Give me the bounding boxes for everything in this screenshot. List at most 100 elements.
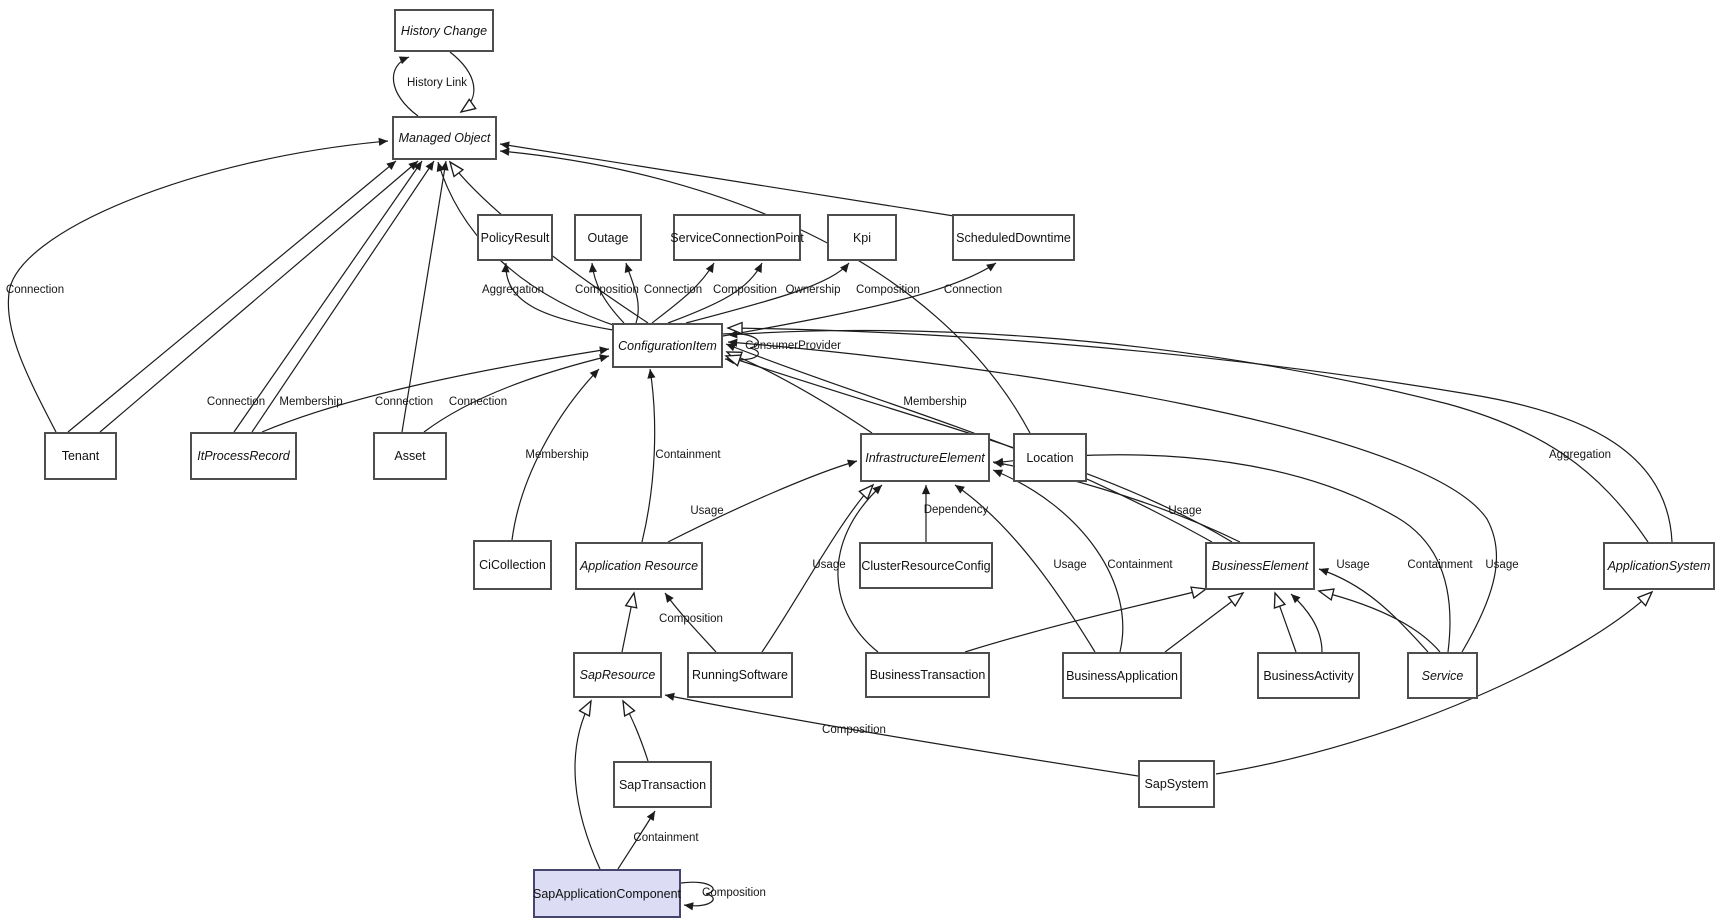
node-configuration-item[interactable]: ConfigurationItem [612,323,723,368]
edge-label: Ownership [785,284,841,296]
node-sap-resource[interactable]: SapResource [573,652,662,698]
edge-ba-be-gen [1164,593,1243,653]
edge-sac-sapres-gen [574,701,601,870]
edge-location-mo [499,147,1031,434]
node-location[interactable]: Location [1013,433,1087,482]
node-label-kpi: Kpi [852,230,872,245]
node-label-application-system: ApplicationSystem [1607,559,1711,573]
node-sap-transaction[interactable]: SapTransaction [613,761,712,808]
node-asset[interactable]: Asset [373,432,447,480]
edge-label: Aggregation [1548,449,1612,461]
node-label-sap-resource: SapResource [579,668,656,682]
edge-rs-ie-gen [761,485,873,653]
edge-label: ConsumerProvider [745,340,841,352]
node-business-element[interactable]: BusinessElement [1205,542,1315,590]
node-application-resource[interactable]: Application Resource [575,542,703,590]
edge-label: Composition [856,284,920,296]
node-sap-system[interactable]: SapSystem [1138,760,1215,808]
edge-label: Usage [690,505,724,517]
edge-label: Containment [1107,559,1173,571]
node-label-sap-system: SapSystem [1144,777,1209,791]
node-application-system[interactable]: ApplicationSystem [1603,542,1715,590]
node-label-service: Service [1421,668,1464,683]
node-kpi[interactable]: Kpi [827,214,897,261]
node-label-business-transaction: BusinessTransaction [869,668,986,682]
node-label-sap-transaction: SapTransaction [618,777,707,792]
edge-label: Composition [702,887,766,899]
node-label-business-application: BusinessApplication [1066,668,1178,683]
node-service-connection-point[interactable]: ServiceConnectionPoint [670,214,804,261]
edge-ipr-mo-2 [251,160,435,433]
node-business-transaction[interactable]: BusinessTransaction [865,652,990,698]
node-ci-collection[interactable]: CiCollection [473,540,552,590]
node-label-cluster-resource-config: ClusterResourceConfig [861,558,991,573]
edge-label: Usage [812,559,846,571]
edge-label: Dependency [923,504,989,516]
edge-hc-mo-gen [449,51,474,112]
node-label-infrastructure-element: InfrastructureElement [865,450,985,465]
node-label-history-change: History Change [400,23,488,38]
edge-ci-sd-connection [722,262,997,337]
node-sap-application-component[interactable]: SapApplicationComponent [533,869,681,918]
edge-sac-saptrans-containment [617,810,656,870]
edge-label: Connection [206,396,266,408]
edge-bact-be-assoc [1290,593,1323,653]
node-cluster-resource-config[interactable]: ClusterResourceConfig [859,542,993,589]
edge-ci-outage-connection [624,262,639,324]
node-label-scheduled-downtime: ScheduledDowntime [956,230,1071,245]
node-label-configuration-item: ConfigurationItem [618,338,717,353]
node-history-change[interactable]: History Change [394,9,494,52]
node-label-running-software: RunningSoftware [692,668,788,682]
edge-bt-be-gen [964,589,1206,653]
edge-ci-scp-composition [651,262,715,324]
edge-label: Membership [525,449,589,461]
node-label-policy-result: PolicyResult [480,230,550,245]
edge-rs-ar-composition [664,592,717,653]
edge-ba-ie-usage [954,484,1096,653]
node-infrastructure-element[interactable]: InfrastructureElement [860,433,990,482]
edge-label: Containment [655,449,721,461]
edge-ba-ie-containment [992,469,1124,653]
edge-label: Containment [633,832,699,844]
edge-label: Usage [1168,505,1202,517]
node-label-sap-application-component: SapApplicationComponent [532,886,682,901]
edge-ar-ci-containment [641,368,656,543]
edge-appsys-ci-aggregation [727,329,1649,543]
node-business-application[interactable]: BusinessApplication [1062,652,1182,699]
edge-ipr-mo-1 [233,160,423,433]
edge-sapsys-sapres-composition [664,692,1139,777]
edge-label: Connection [643,284,703,296]
edge-label: History Link [406,77,468,89]
node-label-it-process-record: ItProcessRecord [197,449,290,463]
edge-label: Connection [5,284,65,296]
node-service[interactable]: Service [1407,652,1478,699]
edge-sapres-ar-gen [621,593,634,653]
edge-sac-selfloop-composition [680,881,714,911]
node-label-application-resource: Application Resource [579,559,699,573]
node-label-business-element: BusinessElement [1211,559,1309,573]
edge-tenant-mo-connection [7,137,389,433]
node-running-software[interactable]: RunningSoftware [687,652,793,698]
node-outage[interactable]: Outage [574,214,642,261]
edge-ar-ie-usage [667,459,858,543]
edge-asset-ci-connection [423,354,610,433]
edge-label: Membership [903,396,967,408]
edge-label: Composition [713,284,777,296]
edge-label: Composition [575,284,639,296]
edge-label: Connection [943,284,1003,296]
node-label-tenant: Tenant [61,449,100,463]
edge-service-ci-usage [727,338,1498,653]
edge-ci-outage-composition [588,262,625,324]
node-scheduled-downtime[interactable]: ScheduledDowntime [952,214,1075,261]
node-managed-object[interactable]: Managed Object [392,116,497,160]
node-business-activity[interactable]: BusinessActivity [1257,652,1360,699]
edge-tenant-mo-1 [67,160,397,433]
edge-service-be-usage [1318,568,1429,653]
node-label-location: Location [1026,450,1074,465]
edge-label: Usage [1485,559,1519,571]
node-policy-result[interactable]: PolicyResult [477,214,553,261]
node-label-ci-collection: CiCollection [479,558,546,572]
node-it-process-record[interactable]: ItProcessRecord [190,432,297,480]
node-tenant[interactable]: Tenant [44,432,117,480]
